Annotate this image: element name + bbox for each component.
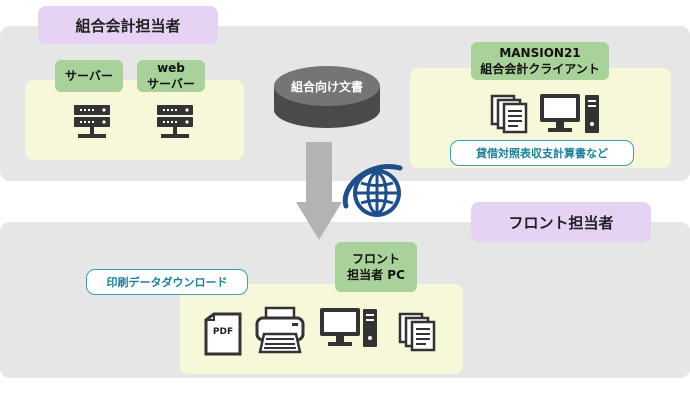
accounting-role-label: 組合会計担当者 bbox=[38, 6, 218, 44]
front-pc-label-line1: フロント bbox=[351, 251, 400, 266]
document-cylinder-icon bbox=[274, 66, 380, 128]
client-label-line1: MANSION21 bbox=[499, 45, 581, 60]
download-note-badge: 印刷データダウンロード bbox=[86, 269, 248, 295]
server-tag: サーバー bbox=[55, 60, 123, 92]
pdf-icon-text: PDF bbox=[212, 327, 234, 337]
web-server-label-line2: サーバー bbox=[147, 77, 195, 91]
client-label-line2: 組合会計クライアント bbox=[480, 62, 600, 76]
front-pc-tag: フロント 担当者 PC bbox=[335, 242, 417, 292]
arrow-down-icon bbox=[296, 142, 342, 240]
client-tag: MANSION21 組合会計クライアント bbox=[471, 42, 609, 80]
web-server-icon bbox=[157, 105, 193, 138]
front-role-label: フロント担当者 bbox=[471, 202, 651, 242]
document-label: 組合向け文書 bbox=[290, 80, 363, 94]
front-pc-label-line2: 担当者 PC bbox=[347, 268, 405, 282]
globe-icon bbox=[342, 164, 403, 217]
monitor-icon bbox=[540, 94, 580, 132]
web-server-tag: web サーバー bbox=[137, 60, 205, 92]
server-icon bbox=[74, 105, 110, 138]
pdf-icon bbox=[204, 312, 242, 356]
server-panel bbox=[25, 80, 244, 160]
front-pc-tower-icon bbox=[363, 309, 377, 347]
front-monitor-icon bbox=[320, 308, 360, 346]
pc-tower-icon bbox=[585, 95, 599, 133]
web-server-label-line1: web bbox=[157, 60, 185, 75]
document-stack-icon bbox=[490, 94, 528, 134]
front-document-stack-icon bbox=[398, 312, 436, 352]
client-note-badge: 貸借対照表収支計算書など bbox=[450, 140, 634, 166]
printer-icon bbox=[255, 306, 305, 354]
